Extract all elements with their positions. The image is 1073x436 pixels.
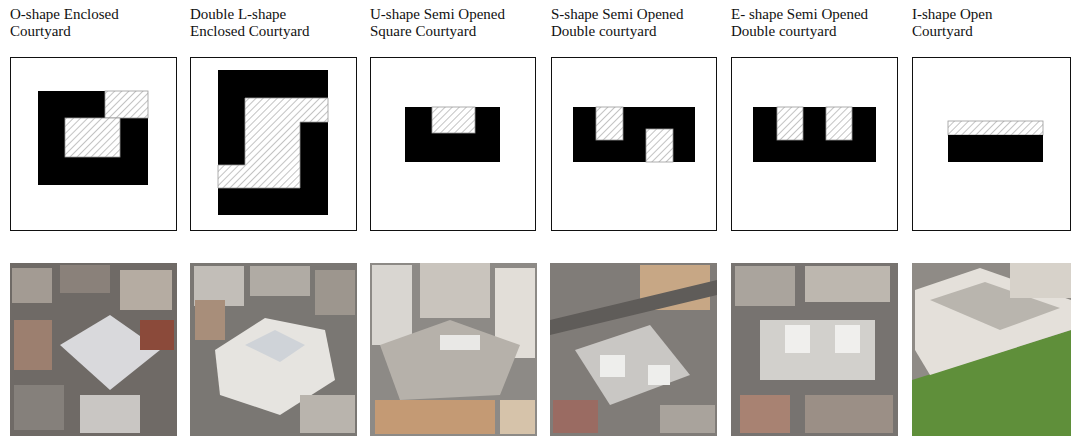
plan-frame [190,57,357,231]
courtyard-type-panel: S-shape Semi Opened Double courtyard [551,6,717,231]
plan-frame [10,57,177,231]
courtyard-type-panel: Double L-shape Enclosed Courtyard [190,6,357,231]
plan-s-shape [573,107,695,162]
aerial-photo-5 [731,263,898,436]
courtyard-type-panel: I-shape Open Courtyard [912,6,1071,231]
aerial-photo-6 [912,263,1071,436]
type-title: Double L-shape Enclosed Courtyard [190,6,330,40]
courtyard-type-panel: U-shape Semi Opened Square Courtyard [370,6,536,231]
plan-o-shape [38,91,148,185]
aerial-photo-4 [550,263,717,436]
plan-frame [912,57,1071,231]
plan-e-shape [753,107,876,162]
courtyard-type-panel: O-shape Enclosed Courtyard [10,6,177,231]
type-title: E- shape Semi Opened Double courtyard [731,6,889,40]
plan-frame [731,57,898,231]
plan-frame [551,57,717,231]
plan-i-shape [948,121,1043,162]
aerial-photo-2 [190,263,357,436]
type-title: U-shape Semi Opened Square Courtyard [370,6,525,40]
plan-double-l [218,70,328,215]
type-title: O-shape Enclosed Courtyard [10,6,145,40]
courtyard-type-panel: E- shape Semi Opened Double courtyard [731,6,898,231]
type-title: I-shape Open Courtyard [912,6,1000,40]
plan-frame [370,57,536,231]
aerial-photo-3 [370,263,537,436]
type-title: S-shape Semi Opened Double courtyard [551,6,706,40]
plan-u-shape [405,107,500,162]
aerial-photo-1 [10,263,177,436]
